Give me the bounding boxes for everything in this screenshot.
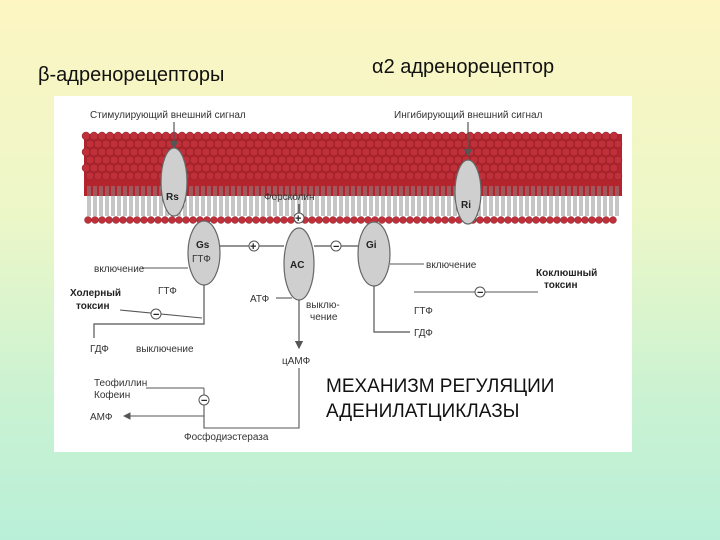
gi-protein: Gi <box>357 221 391 287</box>
cholera-toxin-label-2: токсин <box>76 301 110 312</box>
cell-membrane <box>81 131 623 224</box>
gs-activation-sign <box>248 240 260 252</box>
svg-text:+: + <box>295 213 301 225</box>
svg-text:−: − <box>153 309 159 321</box>
gdp-left-label: ГДФ <box>90 344 109 355</box>
receptor-ri: Ri <box>454 159 482 225</box>
diagram-caption: МЕХАНИЗМ РЕГУЛЯЦИИ АДЕНИЛАТЦИКЛАЗЫ <box>326 374 554 424</box>
gtp-right-label: ГТФ <box>414 306 433 317</box>
caption-line-1: МЕХАНИЗМ РЕГУЛЯЦИИ <box>326 376 555 397</box>
ac-label: AC <box>290 260 304 271</box>
gs-protein: Gs ГТФ <box>187 220 221 286</box>
cholera-toxin-label-1: Холерный <box>70 288 121 299</box>
atp-label: АТФ <box>250 294 270 305</box>
gtp-left-label: ГТФ <box>158 286 177 297</box>
adenylate-cyclase: AC <box>283 227 315 301</box>
ri-label: Ri <box>461 200 471 211</box>
gi-label: Gi <box>366 240 377 251</box>
switch-off-mid-1: выклю- <box>306 300 340 311</box>
amp-label: АМФ <box>90 412 113 423</box>
pertussis-toxin-label-2: токсин <box>544 280 578 291</box>
pertussis-toxin-label-1: Коклюшный <box>536 268 597 279</box>
switch-off-left: выключение <box>136 344 194 355</box>
inhibiting-signal-label: Ингибирующий внешний сигнал <box>394 109 543 121</box>
title-beta-receptors: β-адренорецепторы <box>38 64 225 86</box>
stimulating-signal-label: Стимулирующий внешний сигнал <box>90 110 246 121</box>
svg-text:−: − <box>201 395 207 407</box>
caption-line-2: АДЕНИЛАТЦИКЛАЗЫ <box>326 401 520 422</box>
switch-on-right: включение <box>426 260 477 271</box>
rs-label: Rs <box>166 192 179 203</box>
pertussis-inhibition-sign <box>474 286 486 298</box>
forskolin-plus <box>293 212 305 224</box>
forskolin-label: Форсколин <box>264 192 315 203</box>
gs-label: Gs <box>196 240 210 251</box>
svg-text:−: − <box>477 287 483 299</box>
gdp-right-label: ГДФ <box>414 328 433 339</box>
diagram-panel: Стимулирующий внешний сигнал Ингибирующи… <box>54 96 632 452</box>
caffeine-label: Кофеин <box>94 389 130 401</box>
adenylate-cyclase-diagram: Стимулирующий внешний сигнал Ингибирующи… <box>70 109 623 443</box>
switch-on-left: включение <box>94 264 145 275</box>
camp-label: цАМФ <box>282 356 311 367</box>
svg-text:+: + <box>250 241 256 253</box>
phosphodiesterase-label: Фосфодиэстераза <box>184 431 269 443</box>
svg-text:−: − <box>333 241 339 253</box>
cholera-inhibition-sign <box>150 308 162 320</box>
title-alpha2-receptor: α2 адренорецептор <box>372 56 555 78</box>
gi-inhibition-sign <box>330 240 342 252</box>
gs-gtp-label: ГТФ <box>192 254 211 265</box>
receptor-rs: Rs <box>160 147 188 217</box>
switch-off-mid-2: чение <box>310 312 338 323</box>
theophylline-label: Теофиллин <box>94 377 147 389</box>
